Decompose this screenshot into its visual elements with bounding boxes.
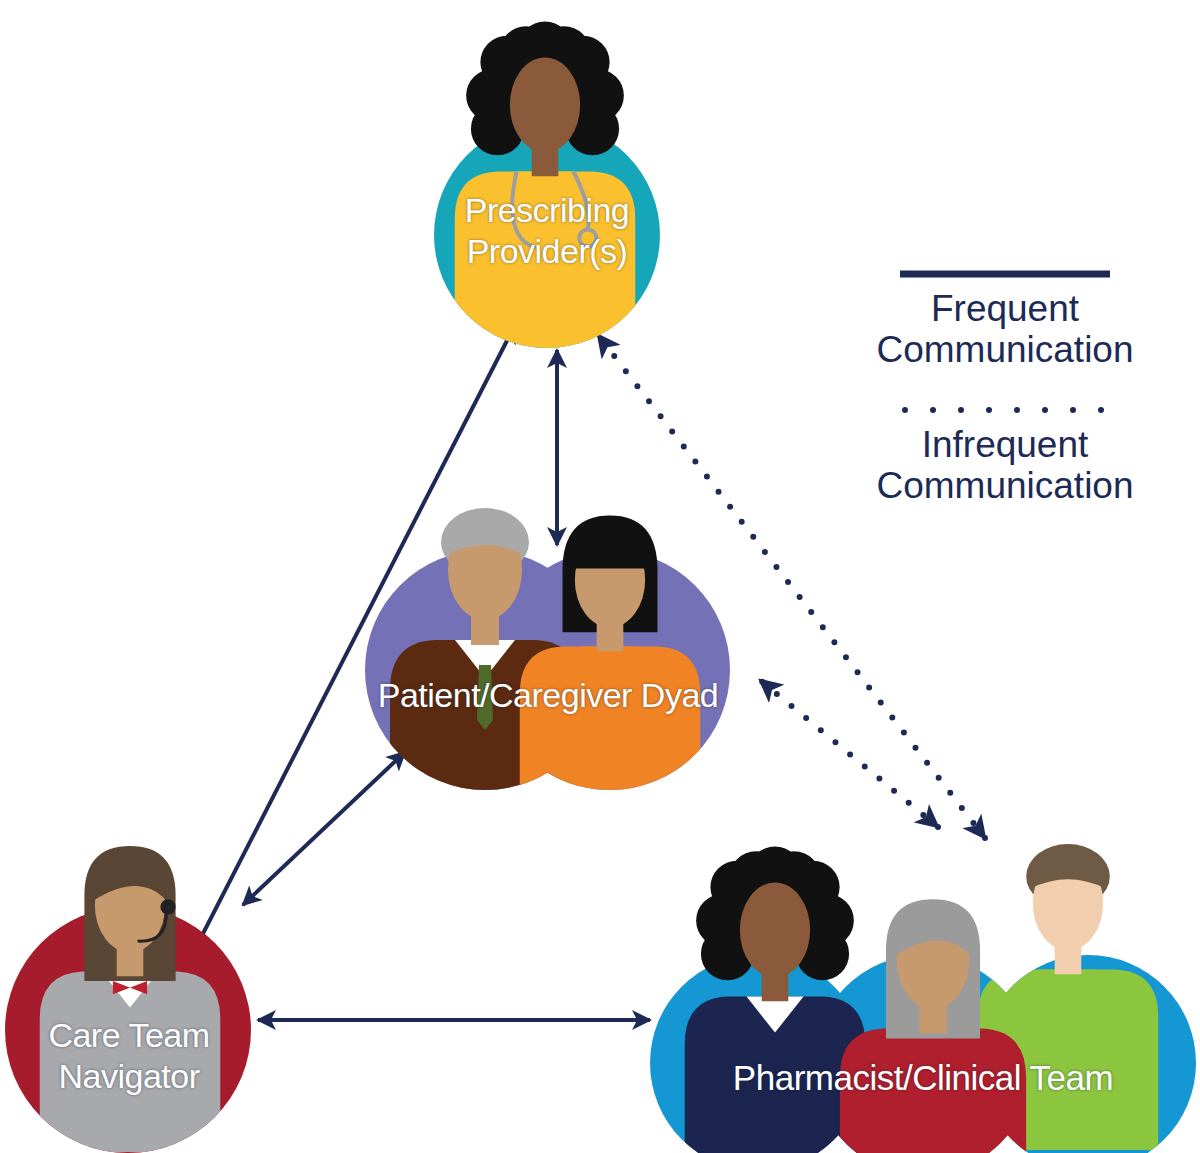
node-label: Prescribing Provider(s) bbox=[430, 190, 664, 272]
hair bbox=[574, 525, 646, 569]
hair bbox=[886, 899, 980, 1038]
people-illustration bbox=[390, 508, 700, 830]
solid-arrow bbox=[192, 325, 515, 955]
legend-entry: Frequent Communication bbox=[860, 268, 1150, 371]
dotted-arrow bbox=[760, 680, 938, 827]
legend-label: Frequent Communication bbox=[860, 288, 1150, 371]
hair bbox=[94, 853, 166, 901]
solid-line-sample bbox=[900, 268, 1110, 280]
people-illustration bbox=[40, 846, 221, 1152]
people-illustration bbox=[685, 844, 1159, 1153]
node-title: Pharmacist/Clinical Team bbox=[648, 1057, 1198, 1099]
hair bbox=[84, 846, 175, 981]
circle-outline bbox=[3, 820, 255, 1153]
person-collar bbox=[747, 997, 804, 1033]
node-title: Care Team Navigator bbox=[3, 1015, 255, 1097]
hair bbox=[896, 906, 970, 955]
face bbox=[740, 883, 810, 978]
solid-arrow bbox=[555, 350, 559, 545]
hair bbox=[696, 846, 854, 980]
team-member-circle: Prescribing Provider(s) bbox=[430, 0, 664, 350]
headset bbox=[160, 899, 175, 914]
team-member-circle: Pharmacist/Clinical Team bbox=[648, 835, 1198, 1153]
hair bbox=[445, 510, 525, 555]
line-sample bbox=[905, 407, 1105, 413]
person-body bbox=[520, 647, 701, 828]
person-collar bbox=[1040, 970, 1097, 1006]
node-label: Care Team Navigator bbox=[3, 1015, 255, 1097]
team-member-circle: Care Team Navigator bbox=[3, 820, 255, 1153]
hair bbox=[1030, 846, 1106, 889]
hair bbox=[563, 515, 658, 632]
face bbox=[510, 58, 580, 153]
legend-label: Infrequent Communication bbox=[860, 424, 1150, 507]
node-title: Prescribing Provider(s) bbox=[430, 190, 664, 272]
team-member-circle: Patient/Caregiver Dyad bbox=[362, 480, 734, 795]
circle-outline bbox=[362, 480, 734, 795]
person bbox=[685, 846, 866, 1153]
node-label: Patient/Caregiver Dyad bbox=[362, 675, 734, 716]
person bbox=[40, 846, 221, 1152]
circle-outline bbox=[430, 0, 664, 350]
dotted-line-sample bbox=[900, 404, 1110, 416]
solid-arrow bbox=[258, 1018, 650, 1022]
bow-tie bbox=[113, 981, 147, 994]
legend-entry: Infrequent Communication bbox=[860, 404, 1150, 507]
person bbox=[520, 515, 701, 827]
people-illustration bbox=[455, 21, 636, 352]
solid-arrow bbox=[243, 752, 405, 905]
headset bbox=[138, 910, 167, 941]
hair bbox=[466, 21, 624, 155]
line-sample bbox=[900, 271, 1110, 278]
person bbox=[840, 899, 1026, 1153]
node-label: Pharmacist/Clinical Team bbox=[648, 1057, 1198, 1099]
node-title: Patient/Caregiver Dyad bbox=[362, 675, 734, 716]
circle-outline bbox=[648, 835, 1198, 1153]
person bbox=[455, 21, 636, 352]
